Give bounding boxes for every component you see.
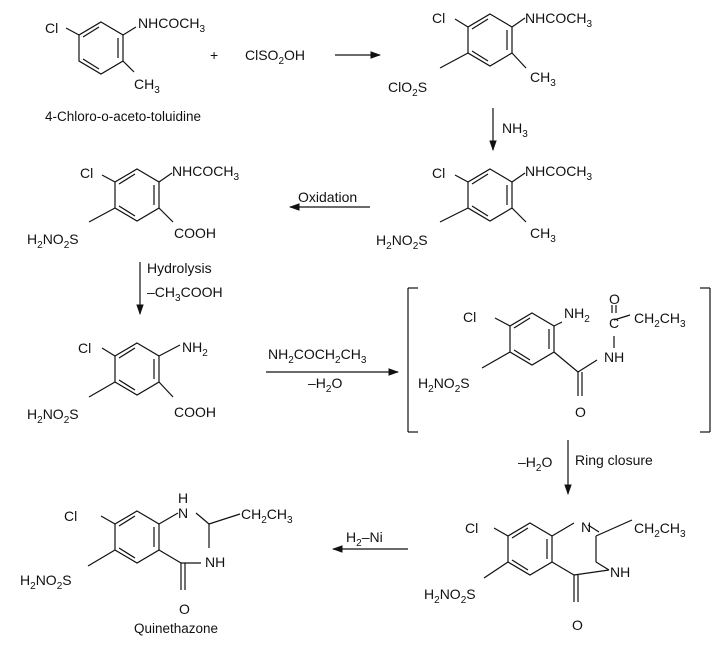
sulfamoyl-label: H2NO2S xyxy=(27,231,79,251)
plus-sign: + xyxy=(210,47,218,63)
benzene-ring xyxy=(88,168,174,223)
chlorine-label: Cl xyxy=(465,520,478,536)
acetic-acid-loss-label: –CH3COOH xyxy=(147,284,223,304)
water-loss-label: –H2O xyxy=(518,454,552,474)
sulfamoyl-label: H2NO2S xyxy=(418,375,470,395)
chlorine-label: Cl xyxy=(463,309,476,325)
hydrolysis-label: Hydrolysis xyxy=(147,260,212,276)
chlorine-label: Cl xyxy=(45,20,58,36)
methyl-label: CH3 xyxy=(134,76,160,96)
propionamide-label: NH2COCH2CH3 xyxy=(268,346,367,366)
benzene-ring xyxy=(65,21,137,75)
chlorine-label: Cl xyxy=(80,165,93,181)
imide-nh-label: NH xyxy=(604,349,624,365)
bracket-left xyxy=(407,287,418,433)
lactam-nh-label: NH xyxy=(205,554,225,570)
ethyl-label: CH2CH3 xyxy=(241,506,293,526)
bracket-right xyxy=(700,287,711,433)
carbonyl-oxygen-label: O xyxy=(179,601,190,617)
chlorine-label: Cl xyxy=(78,340,91,356)
compound-quinazolinone: Cl N CH2CH3 NH H2NO2S O xyxy=(424,519,686,633)
lactam-nh-label: NH xyxy=(610,564,630,580)
ethyl-label: CH2CH3 xyxy=(634,310,686,330)
carbonyl-oxygen-bottom-label: O xyxy=(575,404,586,420)
acetamido-label: NHCOCH3 xyxy=(525,163,592,183)
benzene-ring xyxy=(439,168,527,223)
oxidation-label: Oxidation xyxy=(298,189,357,205)
acetamido-label: NHCOCH3 xyxy=(172,163,239,183)
sulfamoyl-label: H2NO2S xyxy=(27,406,79,426)
ring-nitrogen-label: N xyxy=(581,519,591,535)
amine-hydrogen-label: H xyxy=(178,490,188,506)
sulfamoyl-label: H2NO2S xyxy=(424,586,476,606)
amino-label: NH2 xyxy=(564,305,590,325)
fused-rings xyxy=(483,519,633,602)
compound-sulfonyl-chloride: Cl NHCOCH3 ClO2S CH3 xyxy=(388,10,592,99)
benzene-ring xyxy=(88,342,181,398)
chlorine-label: Cl xyxy=(432,10,445,26)
compound-amino-benzoic-acid: Cl NH2 H2NO2S COOH xyxy=(27,339,216,426)
carboxyl-label: COOH xyxy=(174,225,216,241)
ammonia-label: NH3 xyxy=(502,120,528,140)
chlorine-label: Cl xyxy=(432,165,445,181)
ring-closure-label: Ring closure xyxy=(575,452,653,468)
carbonyl-carbon-label: C xyxy=(609,315,619,331)
ethyl-label: CH2CH3 xyxy=(634,520,686,540)
compound-chloro-aceto-toluidine: Cl NHCOCH3 CH3 4-Chloro-o-aceto-toluidin… xyxy=(45,15,206,124)
chlorosulfonyl-label: ClO2S xyxy=(388,79,427,99)
carbonyl-oxygen-label: O xyxy=(572,617,583,633)
compound-benzoic-acid: Cl NHCOCH3 H2NO2S COOH xyxy=(27,163,239,251)
carbonyl-oxygen-top-label: O xyxy=(609,291,620,307)
methyl-label: CH3 xyxy=(530,225,556,245)
compound-acylamide-intermediate: Cl NH2 O C CH2CH3 NH O H2NO2S xyxy=(407,287,711,433)
chlorine-label: Cl xyxy=(64,508,77,524)
methyl-label: CH3 xyxy=(530,69,556,89)
sulfamoyl-label: H2NO2S xyxy=(376,232,428,252)
benzene-ring xyxy=(481,305,631,396)
compound-sulfonamide: Cl NHCOCH3 H2NO2S CH3 xyxy=(376,163,592,252)
sulfamoyl-label: H2NO2S xyxy=(20,572,72,592)
compound-name-label: Quinethazone xyxy=(134,621,218,636)
hydrogen-nickel-label: H2–Ni xyxy=(346,529,383,549)
water-loss-label: –H2O xyxy=(308,375,342,395)
fused-rings xyxy=(87,510,241,590)
amino-label: NH2 xyxy=(182,339,208,359)
benzene-ring xyxy=(439,13,527,69)
amine-nitrogen-label: N xyxy=(178,505,188,521)
carboxyl-label: COOH xyxy=(174,404,216,420)
acetamido-label: NHCOCH3 xyxy=(525,10,592,30)
acetamido-label: NHCOCH3 xyxy=(138,15,205,35)
compound-quinethazone: Cl H N CH2CH3 NH H2NO2S O Quinethazone xyxy=(20,490,293,636)
compound-name-label: 4-Chloro-o-aceto-toluidine xyxy=(45,109,201,124)
chlorosulfonic-acid-label: ClSO2OH xyxy=(245,47,305,67)
